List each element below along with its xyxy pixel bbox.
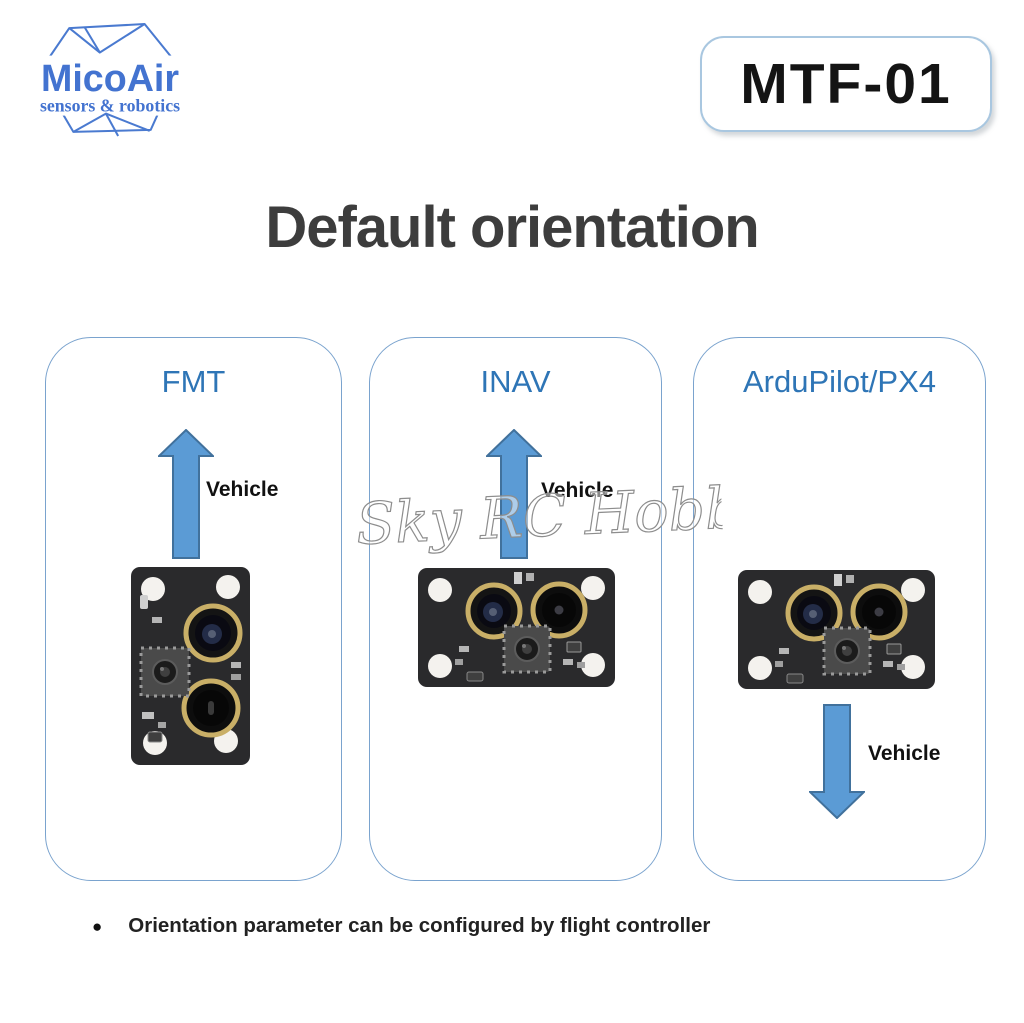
panel-inav-title: INAV [480,364,551,399]
brand-tagline: sensors & robotics [40,96,180,116]
bullet-icon: ● [92,916,103,936]
up-arrow-icon [158,429,214,559]
vehicle-direction-label: Vehicle [206,478,279,501]
vehicle-direction-label: Vehicle [541,479,614,502]
footnote: ● Orientation parameter can be configure… [92,914,710,938]
page-title: Default orientation [265,195,759,260]
panel-ardupilot-px4: ArduPilot/PX4 [693,337,986,881]
brand-name: MicoAir [41,57,179,99]
panel-fmt-title: FMT [161,364,226,399]
product-model-badge: MTF-01 [700,36,992,132]
panel-fmt: FMT Vehicle [45,337,342,881]
mtf01-board-photo-horizontal [738,570,935,689]
up-arrow-icon [486,429,542,559]
footnote-text: Orientation parameter can be configured … [128,914,711,937]
mtf01-board-photo-vertical [131,567,250,765]
polyhedron-wireframe-icon: MicoAir sensors & robotics [28,23,192,137]
panel-ardupilot-title: ArduPilot/PX4 [743,364,936,399]
down-arrow-icon [809,704,865,819]
product-model-text: MTF-01 [740,52,952,116]
vehicle-direction-label: Vehicle [868,742,941,765]
brand-logo: MicoAir sensors & robotics [28,22,192,138]
mtf01-board-photo-horizontal [418,568,615,687]
panel-inav: INAV Vehicle [369,337,662,881]
